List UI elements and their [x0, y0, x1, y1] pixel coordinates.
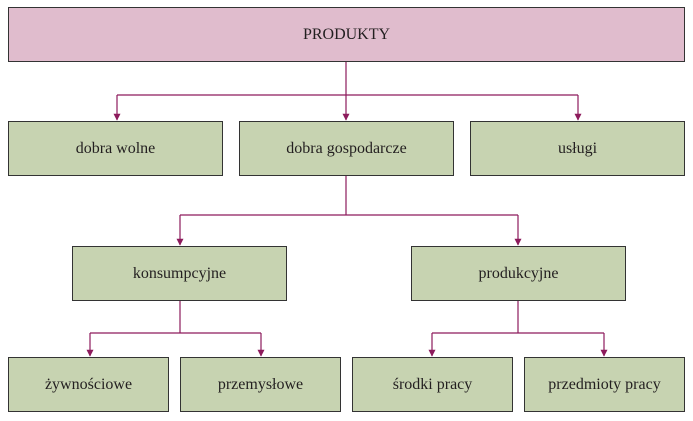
- node-dobra-gospodarcze: dobra gospodarcze: [239, 121, 454, 176]
- node-produkty: PRODUKTY: [8, 7, 685, 62]
- node-label: PRODUKTY: [302, 25, 391, 43]
- node-przedmioty-pracy: przedmioty pracy: [524, 357, 685, 412]
- node-uslugi: usługi: [470, 121, 685, 176]
- node-produkcyjne: produkcyjne: [411, 246, 626, 301]
- node-konsumpcyjne: konsumpcyjne: [72, 246, 287, 301]
- node-label: produkcyjne: [478, 264, 559, 282]
- node-dobra-wolne: dobra wolne: [8, 121, 223, 176]
- node-label: dobra gospodarcze: [286, 139, 407, 157]
- node-zywnosciowe: żywnościowe: [8, 357, 169, 412]
- node-label: konsumpcyjne: [132, 264, 227, 282]
- node-przemyslowe: przemysłowe: [180, 357, 341, 412]
- node-label: dobra wolne: [75, 139, 156, 157]
- node-label: usługi: [557, 139, 598, 157]
- node-label: przedmioty pracy: [548, 375, 661, 393]
- node-label: przemysłowe: [217, 375, 304, 393]
- node-srodki-pracy: środki pracy: [352, 357, 513, 412]
- node-label: żywnościowe: [44, 375, 133, 393]
- node-label: środki pracy: [392, 375, 473, 393]
